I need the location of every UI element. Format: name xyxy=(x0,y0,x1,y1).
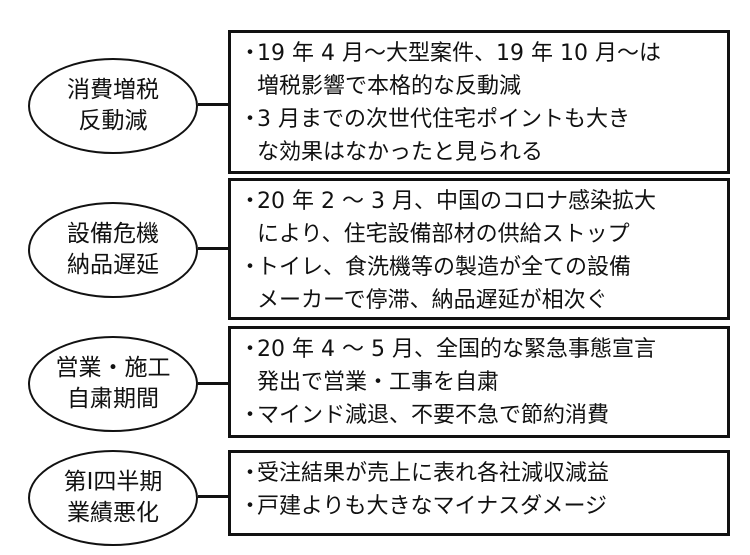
bullet-item: ・ 20 年 4 ～ 5 月、全国的な緊急事態宣言発出で営業・工事を自粛 xyxy=(239,333,717,399)
bullet-mark: ・ xyxy=(239,461,262,486)
label-line: 業績悪化 xyxy=(67,500,159,526)
bullet-item: ・ マインド減退、不要不急で節約消費 xyxy=(239,399,717,432)
label-line: 消費増税 xyxy=(67,76,159,103)
connector-line xyxy=(198,495,230,498)
label-oval: 設備危機 納品遅延 xyxy=(28,202,198,298)
connector-line xyxy=(198,103,230,106)
label-line: 第Ⅰ四半期 xyxy=(63,468,163,495)
bullet-box: ・ 20 年 2 ～ 3 月、中国のコロナ感染拡大により、住宅設備部材の供給スト… xyxy=(228,178,730,320)
bullet-mark: ・ xyxy=(239,41,262,66)
bullet-mark: ・ xyxy=(239,494,262,519)
connector-line xyxy=(198,247,230,250)
label-line: 営業・施工 xyxy=(55,354,171,381)
label-line: 反動減 xyxy=(78,108,148,134)
bullet-box: ・ 19 年 4 月～大型案件、19 年 10 月～は増税影響で本格的な反動減 … xyxy=(228,30,730,174)
bullet-item: ・ 20 年 2 ～ 3 月、中国のコロナ感染拡大により、住宅設備部材の供給スト… xyxy=(239,185,717,251)
bullet-mark: ・ xyxy=(239,337,262,362)
bullet-item: ・ 戸建よりも大きなマイナスダメージ xyxy=(239,490,717,523)
bullet-mark: ・ xyxy=(239,107,262,132)
bullet-item: ・ 3 月までの次世代住宅ポイントも大きな効果はなかったと見られる xyxy=(239,103,717,169)
label-oval: 営業・施工 自粛期間 xyxy=(28,336,198,432)
bullet-mark: ・ xyxy=(239,403,262,428)
bullet-box: ・ 受注結果が売上に表れ各社減収減益 ・ 戸建よりも大きなマイナスダメージ xyxy=(228,450,730,536)
bullet-mark: ・ xyxy=(239,255,262,280)
bullet-box: ・ 20 年 4 ～ 5 月、全国的な緊急事態宣言発出で営業・工事を自粛 ・ マ… xyxy=(228,326,730,438)
connector-line xyxy=(198,382,230,385)
bullet-mark: ・ xyxy=(239,189,262,214)
label-oval: 第Ⅰ四半期 業績悪化 xyxy=(28,450,198,546)
label-line: 自粛期間 xyxy=(67,386,159,412)
label-line: 納品遅延 xyxy=(67,252,159,278)
bullet-item: ・ 受注結果が売上に表れ各社減収減益 xyxy=(239,457,717,490)
bullet-item: ・ トイレ、食洗機等の製造が全ての設備メーカーで停滞、納品遅延が相次ぐ xyxy=(239,251,717,317)
label-oval: 消費増税 反動減 xyxy=(28,58,198,154)
label-line: 設備危機 xyxy=(67,220,159,247)
bullet-item: ・ 19 年 4 月～大型案件、19 年 10 月～は増税影響で本格的な反動減 xyxy=(239,37,717,103)
